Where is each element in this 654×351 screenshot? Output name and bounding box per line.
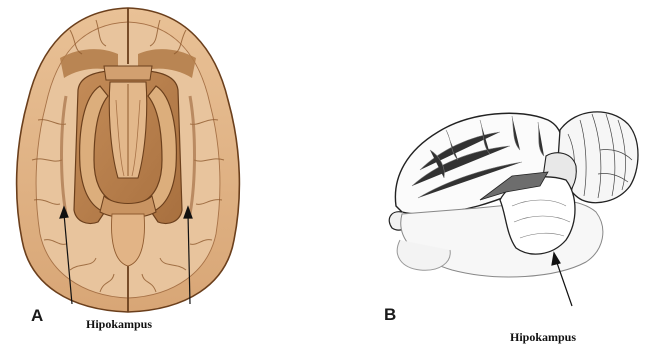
panel-a-letter: A	[31, 307, 43, 324]
panel-b-caption: Hipokampus	[510, 331, 576, 343]
panel-b-letter: B	[384, 306, 396, 323]
panel-a-caption: Hipokampus	[86, 318, 152, 330]
